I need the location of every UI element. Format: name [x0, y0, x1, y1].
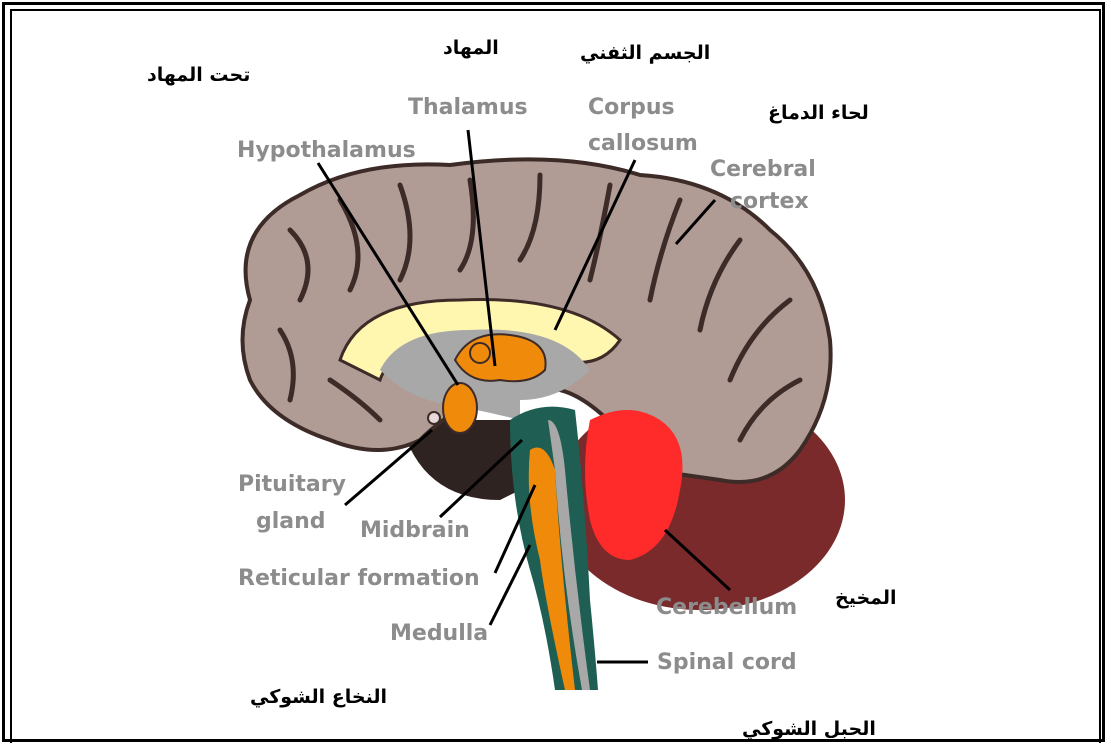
label-thalamus: Thalamus: [408, 95, 528, 120]
label-ar-cerebral-cortex: لحاء الدماغ: [768, 102, 869, 124]
pituitary: [428, 412, 440, 424]
label-ar-spinal-cord: الحبل الشوكي: [742, 718, 876, 740]
hypothalamus: [443, 383, 477, 433]
label-corpus-1: Corpus: [588, 95, 675, 120]
label-pituitary-2: gland: [256, 509, 326, 534]
label-hypothalamus: Hypothalamus: [237, 138, 416, 163]
label-ar-corpus-callosum: الجسم الثفني: [580, 42, 710, 64]
label-corpus-2: callosum: [588, 131, 698, 156]
label-ar-cerebellum: المخيخ: [835, 587, 897, 609]
label-cerebral-2: cortex: [730, 189, 809, 214]
thalamus-nucleus: [470, 343, 490, 363]
label-medulla: Medulla: [390, 621, 488, 646]
label-pituitary-1: Pituitary: [238, 472, 346, 497]
label-cerebellum: Cerebellum: [656, 595, 797, 620]
label-spinal-cord: Spinal cord: [657, 650, 797, 675]
label-cerebral-1: Cerebral: [710, 157, 816, 182]
label-ar-thalamus: المهاد: [443, 37, 499, 59]
label-ar-hypothalamus: تحت المهاد: [147, 64, 250, 86]
label-reticular: Reticular formation: [238, 566, 480, 591]
label-midbrain: Midbrain: [360, 518, 470, 543]
label-ar-medulla: النخاع الشوكي: [250, 686, 387, 708]
